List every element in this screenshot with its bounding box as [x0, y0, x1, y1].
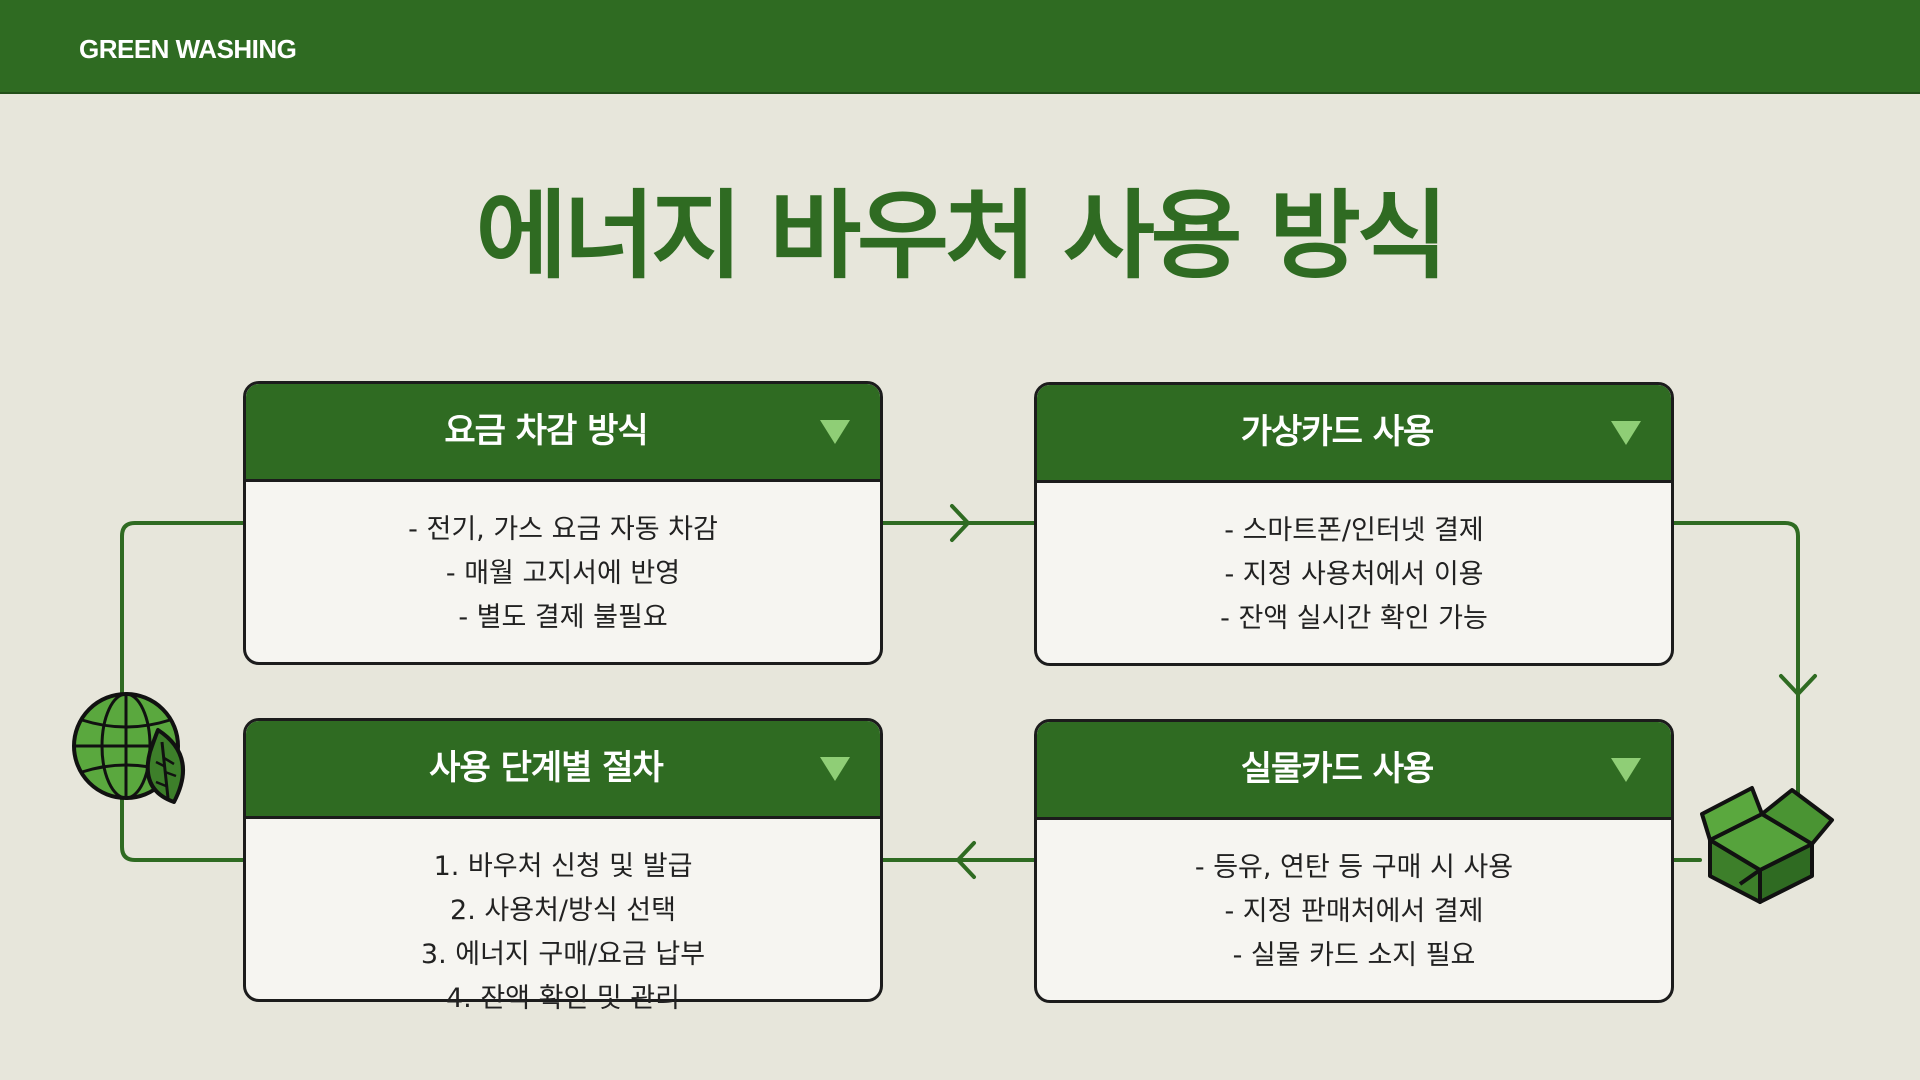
brand-label: GREEN WASHING — [79, 34, 297, 64]
globe-leaf-icon — [72, 692, 185, 804]
card-body: - 등유, 연탄 등 구매 시 사용 - 지정 판매처에서 결제 - 실물 카드… — [1037, 820, 1671, 978]
card-header: 가상카드 사용 — [1037, 385, 1671, 483]
triangle-down-icon[interactable] — [820, 420, 850, 444]
open-box-icon — [1700, 786, 1834, 904]
card-virtual-card: 가상카드 사용 - 스마트폰/인터넷 결제 - 지정 사용처에서 이용 - 잔액… — [1034, 382, 1674, 666]
arrow-left-icon — [956, 841, 976, 879]
card-body: - 스마트폰/인터넷 결제 - 지정 사용처에서 이용 - 잔액 실시간 확인 … — [1037, 483, 1671, 641]
card-usage-steps: 사용 단계별 절차 1. 바우처 신청 및 발급 2. 사용처/방식 선택 3.… — [243, 718, 883, 1014]
card-line: - 지정 판매처에서 결제 — [1224, 896, 1484, 927]
card-body: 1. 바우처 신청 및 발급 2. 사용처/방식 선택 3. 에너지 구매/요금… — [246, 819, 880, 1021]
card-bill-deduction: 요금 차감 방식 - 전기, 가스 요금 자동 차감 - 매월 고지서에 반영 … — [243, 381, 883, 665]
card-line: - 실물 카드 소지 필요 — [1232, 940, 1476, 971]
triangle-down-icon[interactable] — [820, 757, 850, 781]
card-line: - 스마트폰/인터넷 결제 — [1224, 515, 1484, 546]
card-line: - 별도 결제 불필요 — [458, 602, 668, 633]
top-bar: GREEN WASHING — [0, 0, 1920, 94]
card-header: 요금 차감 방식 — [246, 384, 880, 482]
card-line: - 지정 사용처에서 이용 — [1224, 559, 1484, 590]
card-line: - 잔액 실시간 확인 가능 — [1220, 603, 1488, 634]
card-line: 2. 사용처/방식 선택 — [450, 895, 676, 926]
card-title: 실물카드 사용 — [1240, 749, 1435, 789]
card-title: 요금 차감 방식 — [444, 411, 648, 451]
connector-3-1 — [120, 521, 245, 862]
triangle-down-icon[interactable] — [1611, 758, 1641, 782]
arrow-down-icon — [1779, 674, 1817, 696]
card-physical-card: 실물카드 사용 - 등유, 연탄 등 구매 시 사용 - 지정 판매처에서 결제… — [1034, 719, 1674, 1003]
triangle-down-icon[interactable] — [1611, 421, 1641, 445]
card-header: 사용 단계별 절차 — [246, 721, 880, 819]
card-header: 실물카드 사용 — [1037, 722, 1671, 820]
card-body: - 전기, 가스 요금 자동 차감 - 매월 고지서에 반영 - 별도 결제 불… — [246, 482, 880, 640]
card-line: - 등유, 연탄 등 구매 시 사용 — [1194, 852, 1514, 883]
arrow-right-icon — [950, 504, 970, 542]
card-line: 4. 잔액 확인 및 관리 — [446, 983, 680, 1014]
card-title: 사용 단계별 절차 — [429, 748, 664, 788]
connector-2-box — [1672, 521, 1800, 812]
page-title: 에너지 바우처 사용 방식 — [475, 180, 1449, 292]
card-title: 가상카드 사용 — [1240, 412, 1435, 452]
card-line: 1. 바우처 신청 및 발급 — [433, 851, 693, 882]
card-line: 3. 에너지 구매/요금 납부 — [420, 939, 706, 970]
card-line: - 전기, 가스 요금 자동 차감 — [408, 514, 718, 545]
card-line: - 매월 고지서에 반영 — [445, 558, 681, 589]
